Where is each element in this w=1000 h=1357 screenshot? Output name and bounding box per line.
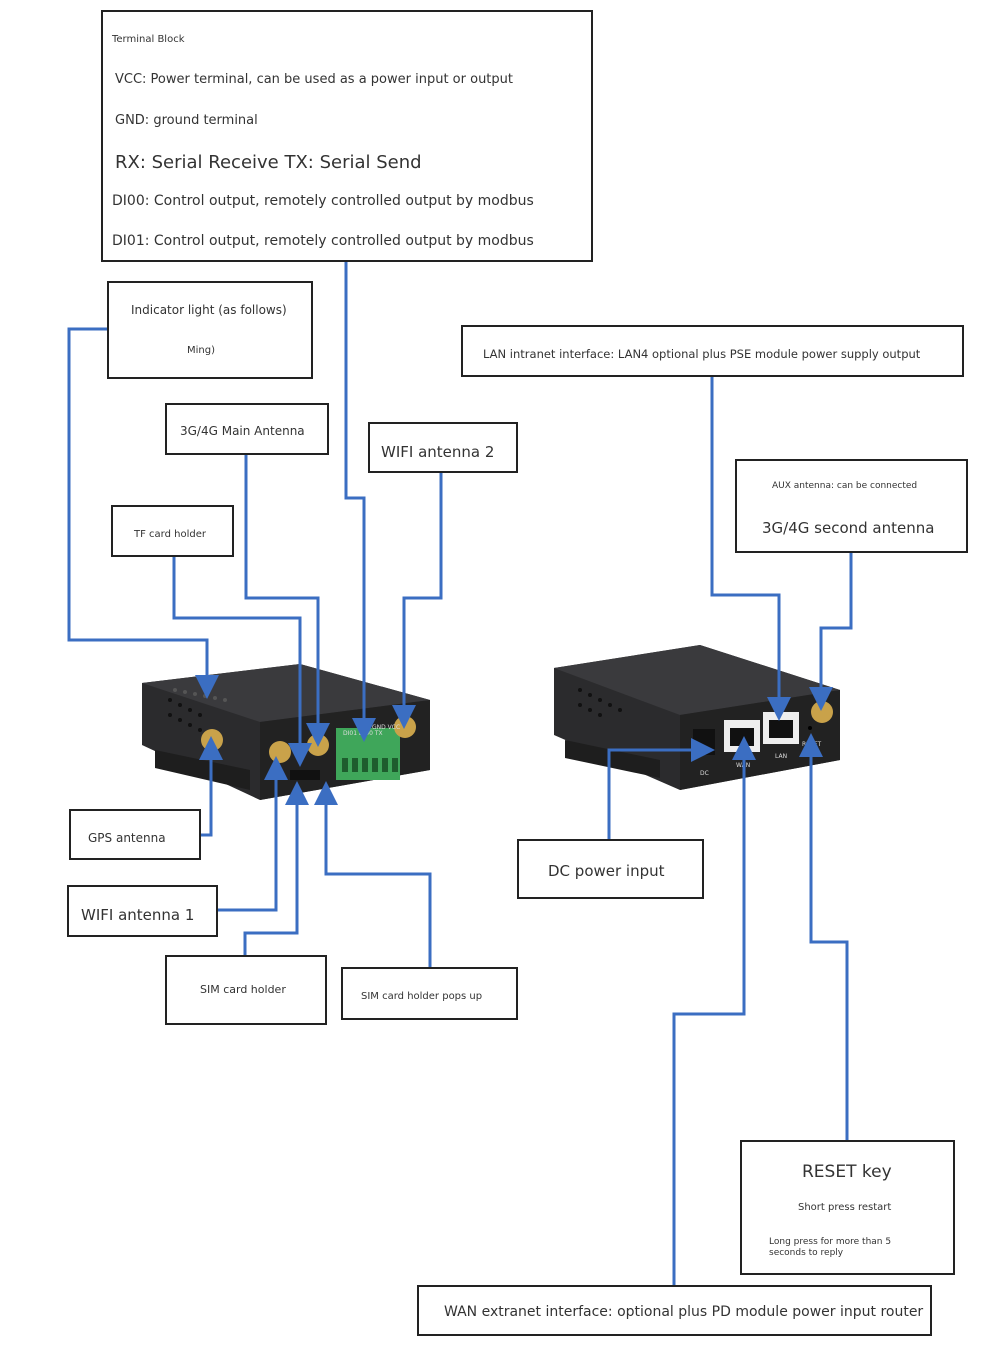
di01-description: DI01: Control output, remotely controlle… — [112, 233, 534, 249]
gps-callout: GPS antenna — [69, 809, 201, 860]
wifi1-label: WIFI antenna 1 — [81, 906, 195, 924]
connector-reset — [799, 733, 849, 1140]
lan-callout: LAN intranet interface: LAN4 optional pl… — [461, 325, 964, 377]
sim-callout: SIM card holder — [165, 955, 327, 1025]
wifi2-callout: WIFI antenna 2 — [368, 422, 518, 473]
aux-label: AUX antenna: can be connected — [772, 481, 918, 491]
gps-label: GPS antenna — [88, 831, 166, 845]
connector-gps — [199, 736, 223, 837]
connector-main-antenna — [244, 454, 330, 747]
connector-terminal — [344, 261, 376, 742]
sim-pop-label: SIM card holder pops up — [361, 991, 483, 1002]
connector-dc — [607, 738, 715, 839]
wifi2-label: WIFI antenna 2 — [381, 443, 495, 461]
indicator-sublabel: Ming) — [187, 345, 215, 356]
gnd-description: GND: ground terminal — [115, 113, 258, 128]
main-antenna-callout: 3G/4G Main Antenna — [165, 403, 329, 455]
main-antenna-label: 3G/4G Main Antenna — [180, 424, 305, 438]
di00-description: DI00: Control output, remotely controlle… — [112, 193, 534, 209]
wan-callout: WAN extranet interface: optional plus PD… — [417, 1285, 932, 1336]
connector-tf — [172, 556, 312, 767]
vcc-description: VCC: Power terminal, can be used as a po… — [115, 72, 513, 87]
wan-label: WAN extranet interface: optional plus PD… — [444, 1304, 924, 1320]
connector-indicator — [67, 327, 219, 699]
sim-label: SIM card holder — [200, 983, 286, 996]
connector-sim — [243, 781, 309, 955]
connector-wifi2 — [392, 472, 443, 729]
dc-label: DC power input — [548, 862, 665, 880]
rx-tx-description: RX: Serial Receive TX: Serial Send — [115, 152, 422, 173]
aux-callout: AUX antenna: can be connected 3G/4G seco… — [735, 459, 968, 553]
connector-wifi1 — [217, 756, 288, 912]
wifi1-callout: WIFI antenna 1 — [67, 885, 218, 937]
reset-short-press: Short press restart — [798, 1202, 892, 1213]
indicator-label: Indicator light (as follows) — [131, 303, 287, 317]
connector-aux — [809, 552, 853, 711]
dc-port-label: DC — [700, 770, 709, 777]
indicator-callout: Indicator light (as follows) Ming) — [107, 281, 313, 379]
lan-label: LAN intranet interface: LAN4 optional pl… — [483, 347, 921, 361]
router-front-device — [142, 664, 430, 800]
aux-second-antenna-label: 3G/4G second antenna — [762, 519, 935, 537]
connector-sim-pop — [314, 781, 432, 967]
reset-callout: RESET key Short press restart Long press… — [740, 1140, 955, 1275]
tf-callout: TF card holder — [111, 505, 234, 557]
dc-callout: DC power input — [517, 839, 704, 899]
lan-port-label: LAN — [775, 753, 787, 760]
terminal-block-callout: Terminal Block VCC: Power terminal, can … — [101, 10, 593, 262]
vcc-port-label: GND VCC — [372, 724, 400, 731]
sim-pop-callout: SIM card holder pops up — [341, 967, 518, 1020]
router-back-device — [554, 645, 840, 790]
tf-label: TF card holder — [134, 529, 206, 540]
terminal-block-title: Terminal Block — [112, 34, 185, 45]
connector-lan — [710, 376, 791, 721]
reset-title: RESET key — [802, 1162, 892, 1182]
reset-long-press: Long press for more than 5 seconds to re… — [769, 1237, 892, 1258]
connector-wan — [672, 736, 756, 1285]
